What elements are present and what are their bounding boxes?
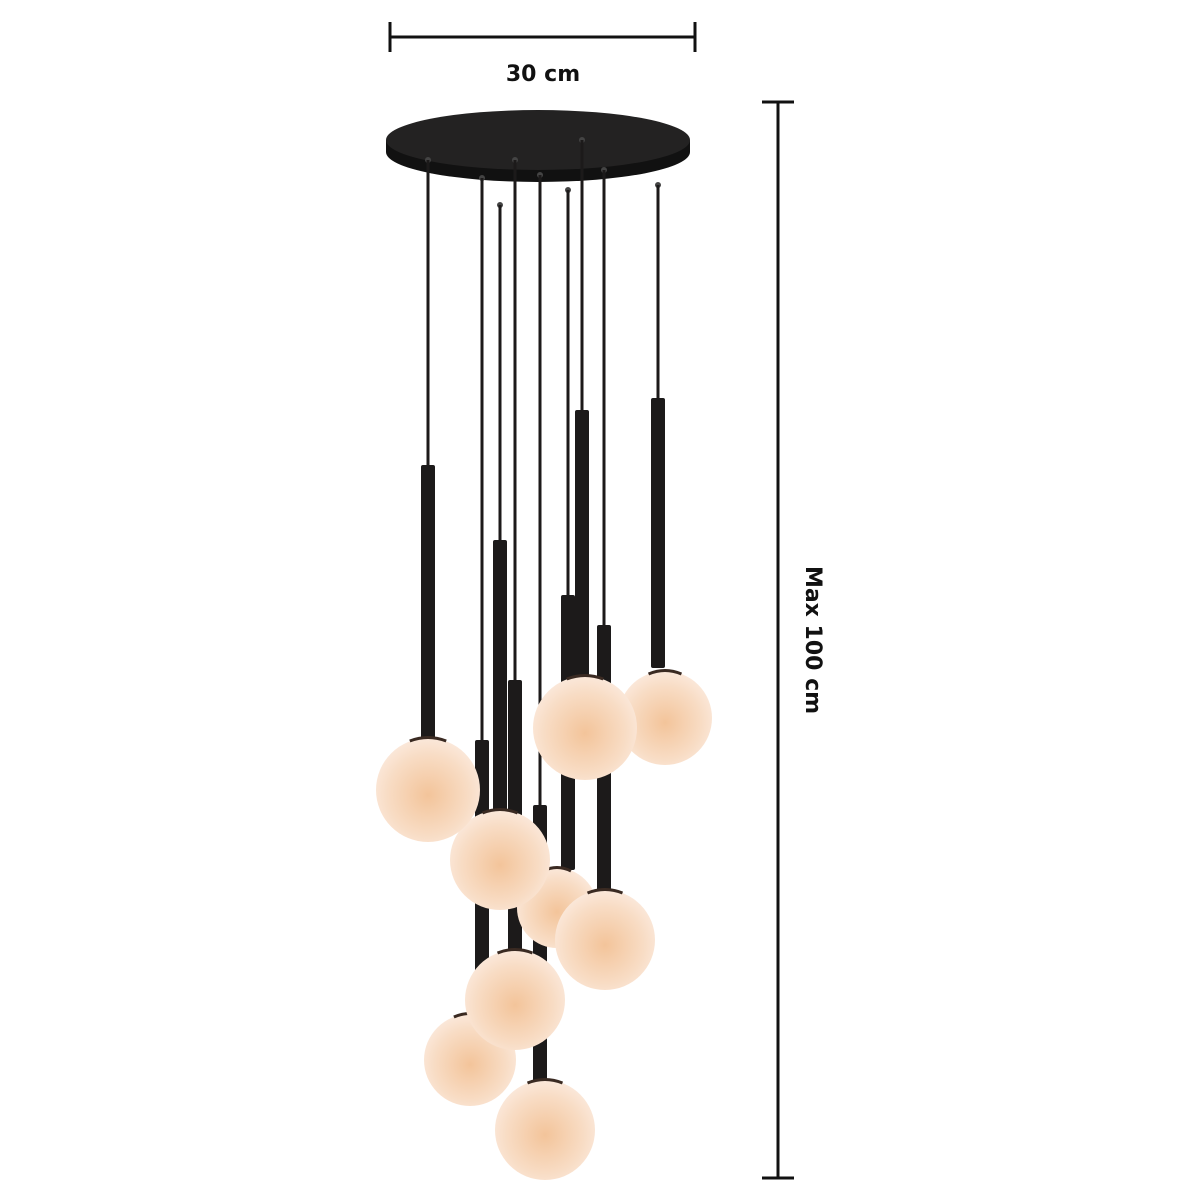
pendant-6 <box>450 202 550 910</box>
globe-cap <box>409 736 447 743</box>
width-dimension: 30 cm <box>388 22 697 87</box>
glass-globe <box>495 1080 595 1180</box>
globe-cap <box>566 674 604 681</box>
glass-globe <box>555 890 655 990</box>
pendants <box>376 137 712 1180</box>
glass-globe <box>450 810 550 910</box>
pendant-8 <box>618 182 712 765</box>
height-label: Max 100 cm <box>800 566 825 714</box>
globe-cap <box>526 1078 564 1085</box>
globe-cap <box>481 808 519 815</box>
pendant-tube <box>421 465 435 742</box>
globe-cap <box>647 669 683 676</box>
globe-cap <box>586 888 624 895</box>
glass-globe <box>376 738 480 842</box>
ceiling-canopy <box>386 110 690 182</box>
width-label: 30 cm <box>506 62 580 87</box>
glass-globe <box>465 950 565 1050</box>
pendant-tube <box>493 540 507 815</box>
glass-globe <box>533 676 637 780</box>
pendant-9 <box>533 137 637 780</box>
pendant-7 <box>376 157 480 842</box>
glass-globe <box>618 671 712 765</box>
globe-cap <box>496 948 534 955</box>
pendant-tube <box>651 398 665 668</box>
pendant-tube <box>575 410 589 680</box>
height-dimension: Max 100 cm <box>762 100 825 1180</box>
